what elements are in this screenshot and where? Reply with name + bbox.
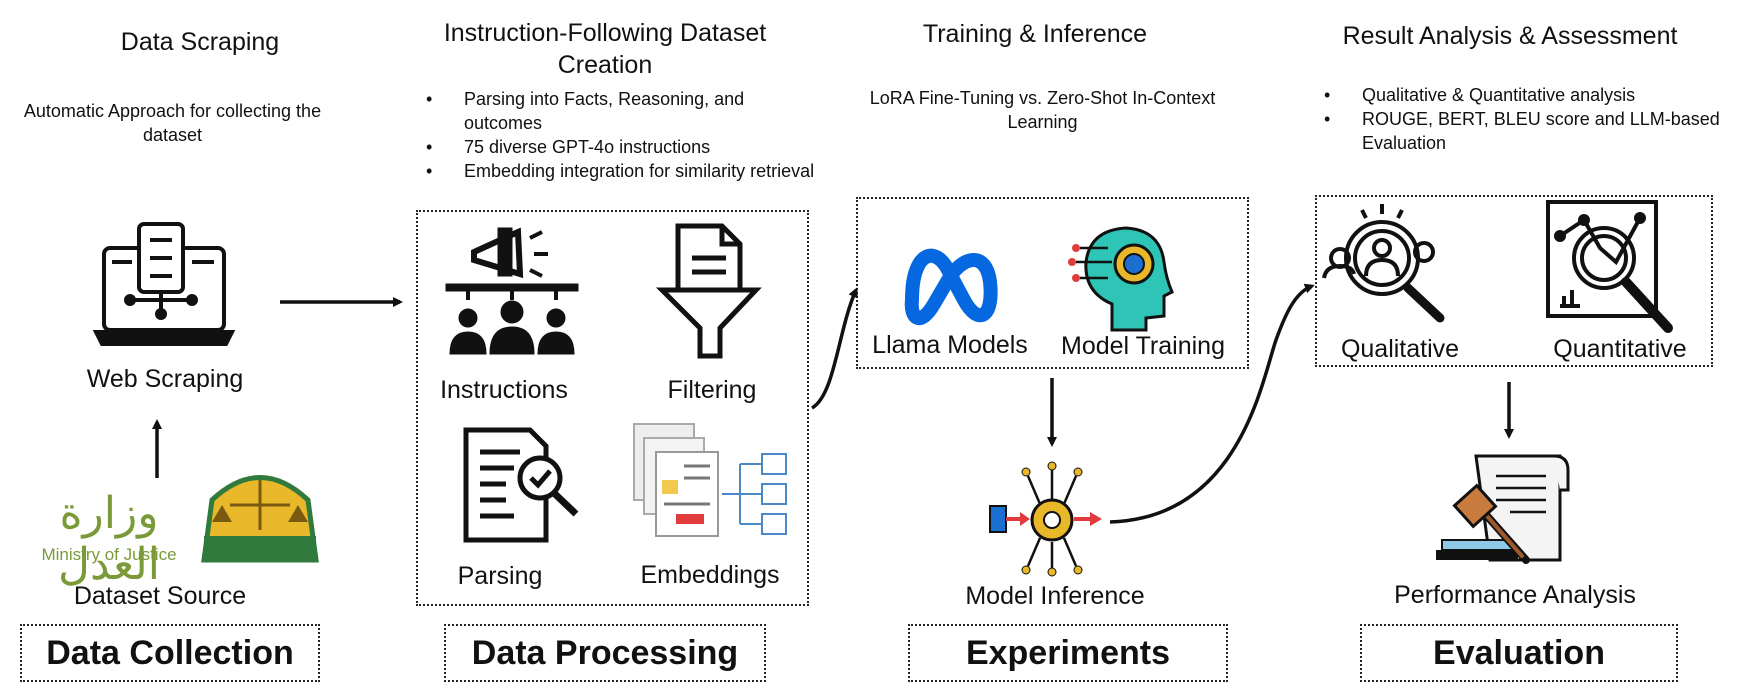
bullet-item: Qualitative & Quantitative analysis xyxy=(1324,83,1744,107)
label-llama-models: Llama Models xyxy=(872,331,1028,359)
quantitative-icon xyxy=(1546,200,1673,333)
model-training-icon xyxy=(1068,226,1174,332)
label-qualitative: Qualitative xyxy=(1340,335,1460,363)
parsing-icon xyxy=(463,427,579,543)
ministry-seal-icon xyxy=(201,475,319,563)
ministry-logo-arabic: وزارة العدل xyxy=(58,488,160,590)
footer-data-collection: Data Collection xyxy=(20,624,320,682)
bullet-item: Parsing into Facts, Reasoning, and outco… xyxy=(426,87,816,135)
footer-data-processing: Data Processing xyxy=(444,624,766,682)
stage-desc-training: LoRA Fine-Tuning vs. Zero-Shot In-Contex… xyxy=(869,88,1216,132)
stage-title-results: Result Analysis & Assessment xyxy=(1342,22,1678,50)
label-model-inference: Model Inference xyxy=(965,582,1145,610)
model-inference-icon xyxy=(989,461,1102,577)
bullet-item: Embedding integration for similarity ret… xyxy=(426,159,816,183)
label-instructions: Instructions xyxy=(440,376,568,404)
qualitative-icon xyxy=(1322,204,1445,323)
label-model-training: Model Training xyxy=(1061,332,1225,360)
label-quantitative: Quantitative xyxy=(1553,335,1687,363)
performance-analysis-icon xyxy=(1436,454,1570,564)
label-web-scraping: Web Scraping xyxy=(86,365,244,393)
label-embeddings: Embeddings xyxy=(640,561,780,589)
processing-box xyxy=(416,210,809,606)
filter-icon xyxy=(655,223,762,359)
results-bullets: Qualitative & Quantitative analysis ROUG… xyxy=(1324,83,1744,155)
label-parsing: Parsing xyxy=(457,562,543,590)
web-scraping-icon xyxy=(92,222,236,346)
embeddings-icon xyxy=(633,423,787,537)
evaluation-box xyxy=(1315,195,1713,367)
bullet-item: 75 diverse GPT-4o instructions xyxy=(426,135,816,159)
ministry-logo-english: Ministry of Justice xyxy=(41,545,177,564)
footer-experiments: Experiments xyxy=(908,624,1228,682)
arrow-processing-to-training xyxy=(810,287,858,410)
stage-title-training: Training & Inference xyxy=(922,20,1148,48)
label-dataset-source: Dataset Source xyxy=(73,582,247,610)
stage-title-data-scraping: Data Scraping xyxy=(120,28,280,56)
bullet-item: ROUGE, BERT, BLEU score and LLM-based Ev… xyxy=(1324,107,1744,155)
dataset-creation-bullets: Parsing into Facts, Reasoning, and outco… xyxy=(426,87,816,183)
instructions-icon xyxy=(445,227,579,355)
training-box xyxy=(856,197,1249,369)
stage-title-dataset-creation: Instruction-Following Dataset Creation xyxy=(443,19,767,79)
footer-evaluation: Evaluation xyxy=(1360,624,1678,682)
label-performance-analysis: Performance Analysis xyxy=(1394,581,1636,609)
meta-logo-icon xyxy=(904,248,998,326)
arrow-inference-to-evaluation xyxy=(1109,283,1315,524)
label-filtering: Filtering xyxy=(667,376,757,404)
flow-arrows xyxy=(152,283,1514,524)
stage-desc-data-scraping: Automatic Approach for collecting the da… xyxy=(23,101,322,145)
